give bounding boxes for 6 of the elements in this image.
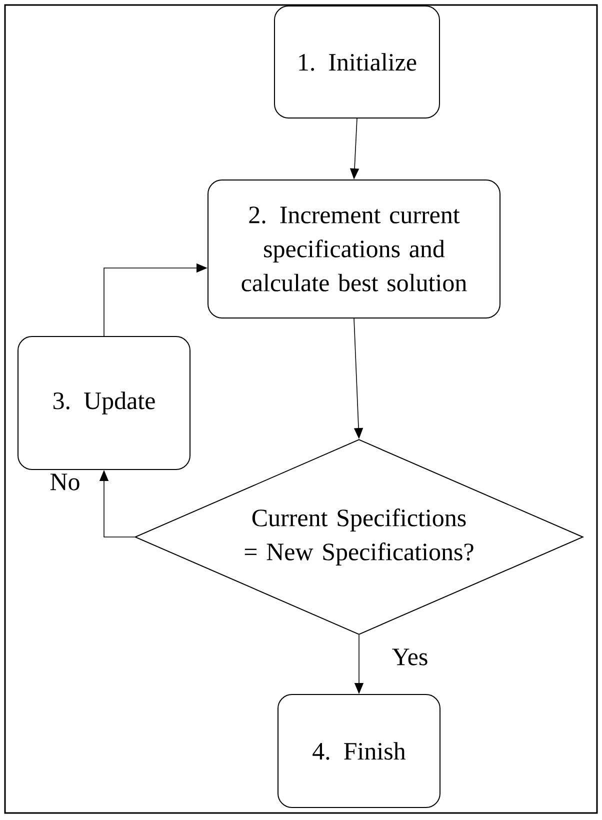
edge-label: No	[48, 472, 82, 492]
process-box: 2. Increment current specifications and calculate best solution	[208, 180, 500, 318]
process-box: 3. Update	[18, 336, 190, 470]
process-box: 4. Finish	[278, 694, 440, 808]
edge-label: Yes	[390, 646, 430, 668]
process-box: 1. Initialize	[274, 6, 440, 119]
